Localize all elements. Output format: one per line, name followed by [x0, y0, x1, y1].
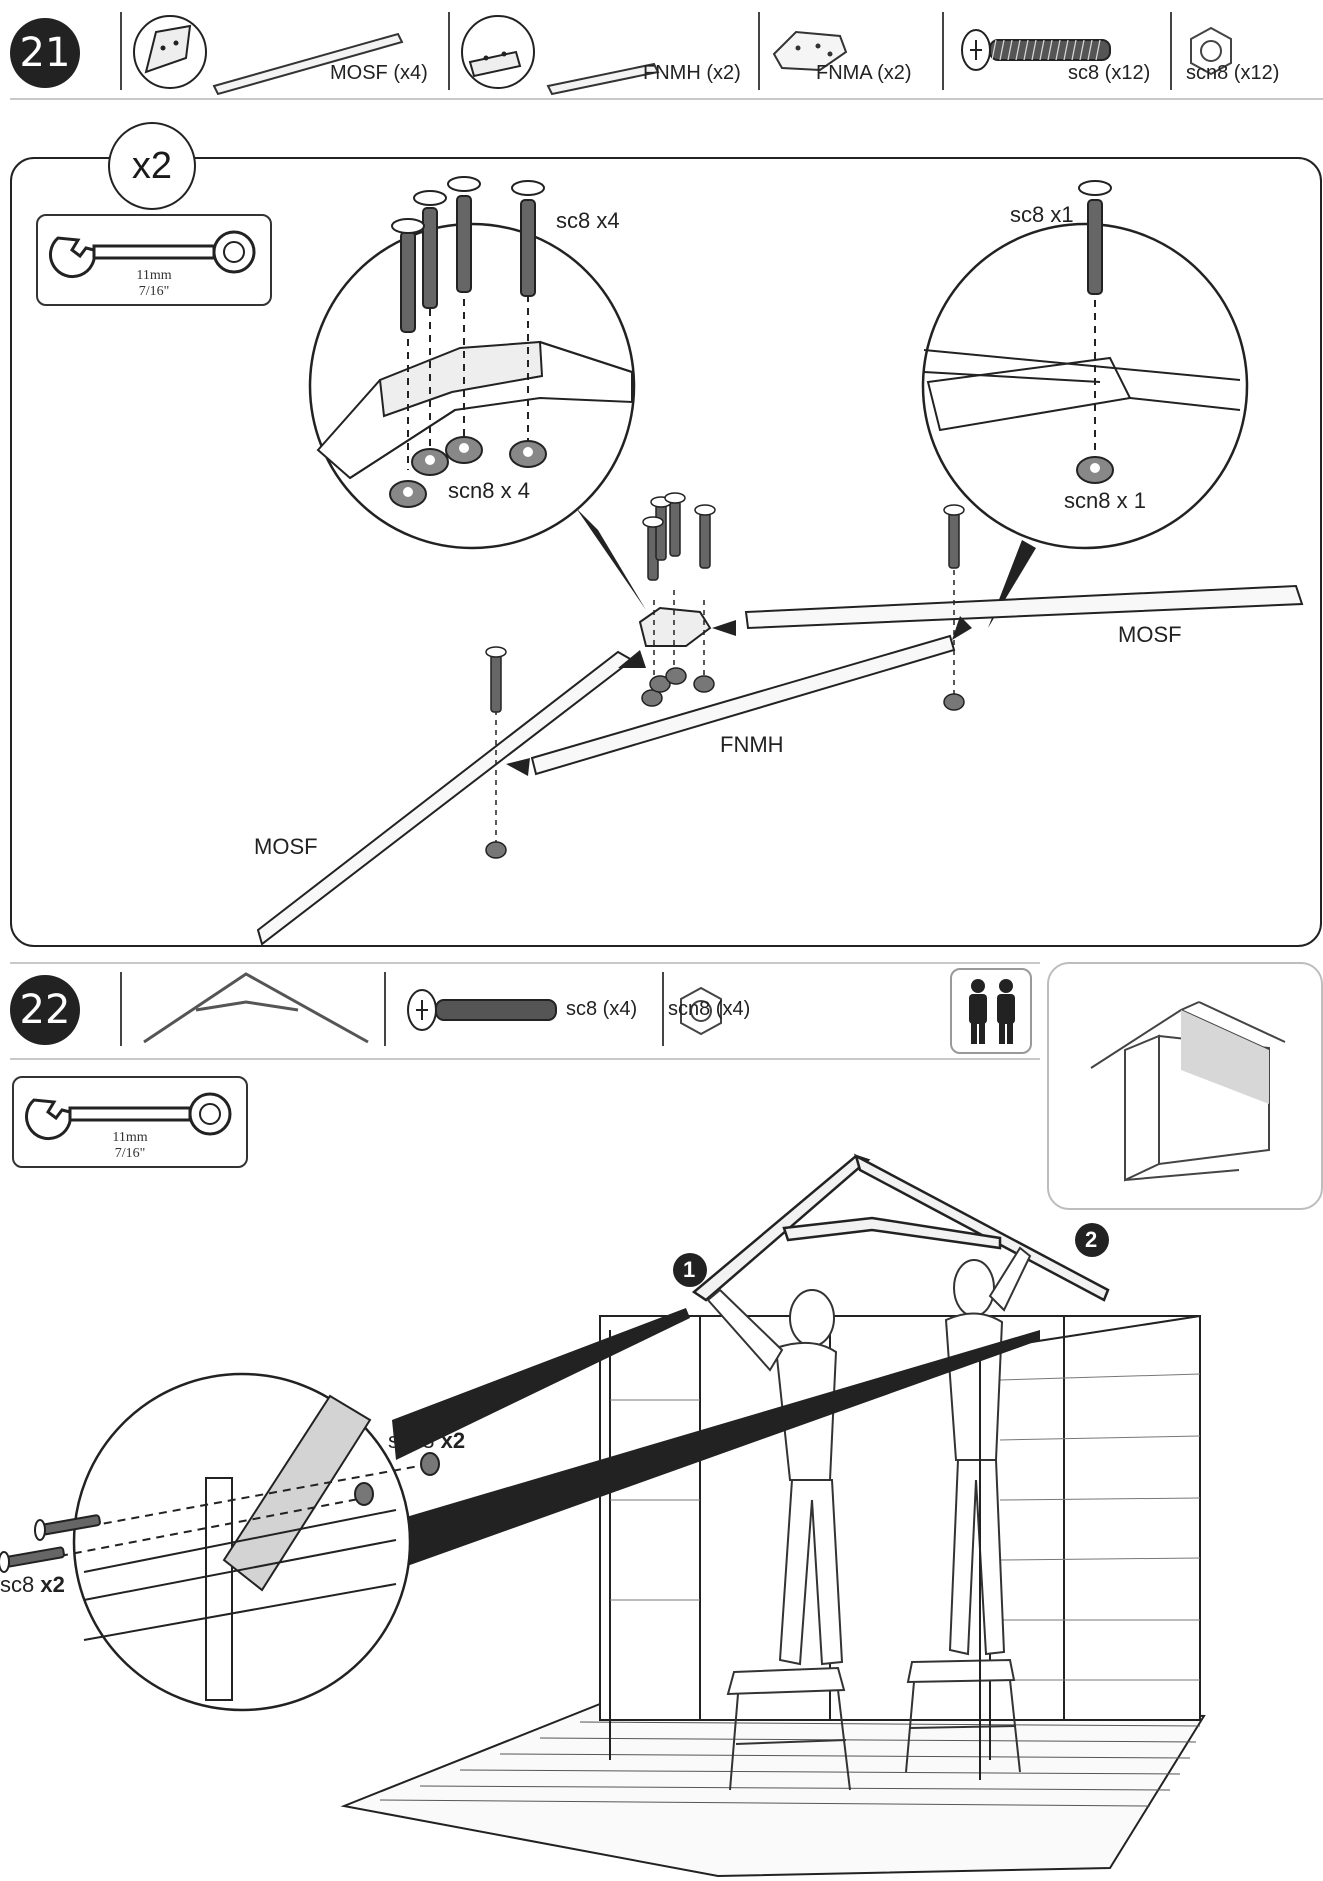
tool-size-mm: 11mm: [136, 268, 172, 283]
tool-box-22: 11mm 7/16": [12, 1076, 248, 1168]
part-label-mosf: MOSF (x4): [330, 62, 428, 84]
part-label-sc8-22: sc8 (x4): [566, 998, 638, 1020]
part-label-sc8: sc8 (x12): [1068, 62, 1151, 84]
roof-truss-part-illustration: [143, 972, 369, 1044]
callout-sc8-x1: sc8 x1: [1010, 202, 1074, 227]
wrench-icon: [24, 1092, 232, 1141]
part-label-fnmh: FNMH (x2): [643, 62, 741, 84]
tool-size-in: 7/16": [138, 284, 170, 299]
overview-thumbnail: [1047, 962, 1323, 1210]
label-mosf-left: MOSF: [254, 834, 318, 859]
two-persons-icon: [969, 979, 1015, 1044]
step-21-panel: [10, 157, 1322, 947]
shed-thumbnail-illustration: [1090, 1001, 1286, 1182]
roof-truss-assembly-diagram: [256, 176, 1304, 946]
callout-sc8-22-qty: x2: [40, 1572, 65, 1597]
callout-sc8-22-label: sc8: [0, 1572, 35, 1597]
part-label-scn8-22: scn8 (x4): [668, 998, 751, 1020]
repeat-badge: x2: [108, 122, 196, 210]
tool-size-mm-22: 11mm: [112, 1130, 148, 1145]
step-22-number: 22: [10, 975, 80, 1045]
bolt-icon: [961, 29, 1111, 71]
hex-nut-icon: [680, 986, 722, 1036]
part-label-fnma: FNMA (x2): [816, 62, 912, 84]
wrench-icon: [48, 230, 256, 279]
part-fnma-illustration: [772, 30, 848, 72]
part-fnmh-illustration: [461, 15, 660, 96]
step-21-number: 21: [10, 18, 80, 88]
callout-sc8-22: sc8 x2: [0, 1572, 65, 1598]
two-persons-required: [950, 968, 1032, 1054]
marker-2: 2: [1085, 1227, 1098, 1252]
part-mosf-illustration: [133, 15, 404, 96]
tool-box-21: 11mm 7/16": [36, 214, 272, 306]
tool-size-in-22: 7/16": [114, 1146, 146, 1161]
callout-scn8-x1: scn8 x 1: [1064, 488, 1146, 513]
part-label-scn8: scn8 (x12): [1186, 62, 1280, 84]
bolt-icon: [407, 989, 557, 1031]
callout-scn8-22-qty: x2: [440, 1428, 466, 1453]
callout-sc8-x4: sc8 x4: [556, 208, 620, 233]
callout-scn8-x4: scn8 x 4: [448, 478, 530, 503]
callout-scn8-22: scn8 x2: [388, 1428, 465, 1454]
label-fnmh: FNMH: [720, 732, 784, 757]
hex-nut-icon: [1190, 26, 1232, 76]
callout-scn8-22-label: scn8: [388, 1428, 435, 1453]
label-mosf-right: MOSF: [1118, 622, 1182, 647]
marker-1: 1: [683, 1257, 696, 1282]
